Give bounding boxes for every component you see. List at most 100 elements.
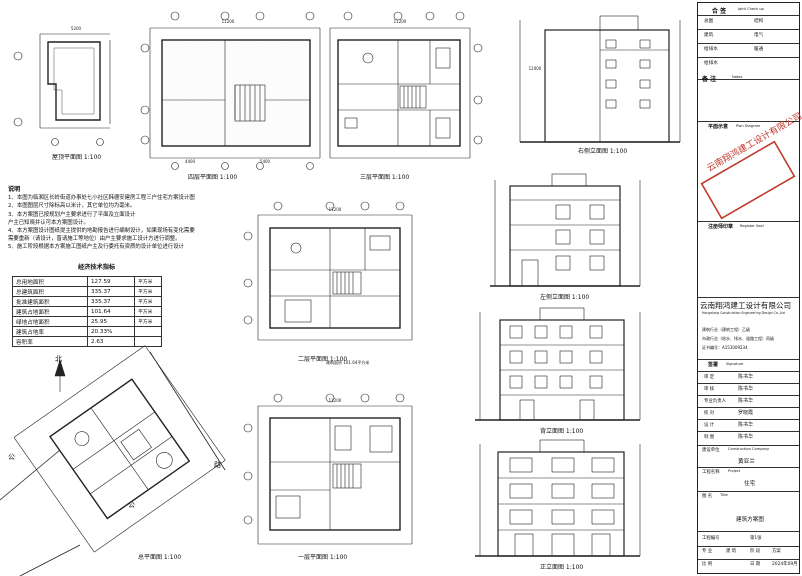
company-name-en: Hongxiang Construction Engineering Desig… bbox=[702, 311, 785, 315]
signature-role: 审 核 bbox=[704, 387, 715, 392]
fourth-floor-title: 四层平面图 1:100 bbox=[188, 174, 238, 181]
title-block: 合 签 Joint Check up 总图结构建筑电气给排水暖通给排水 备 注 … bbox=[697, 2, 802, 574]
left-elevation-drawing bbox=[490, 173, 641, 287]
tech-index-cell: 127.59 bbox=[87, 276, 135, 287]
signature-role: 专业负责人 bbox=[704, 399, 726, 404]
fourth-floor-plan-drawing bbox=[140, 11, 321, 170]
professional-label: 给排水 bbox=[704, 61, 718, 66]
title-en: Title bbox=[720, 493, 728, 497]
note-line: 3、本方案图已按规划户主要求进行了平面及立面设计 bbox=[8, 211, 136, 218]
second-floor-title: 二层平面图 1:100 bbox=[298, 356, 348, 363]
tech-index-cell: 总用地面积 bbox=[12, 276, 88, 287]
professional-label: 总图 bbox=[704, 19, 714, 24]
project-name: 住宅 bbox=[744, 481, 756, 487]
tech-index-cell: 20.33% bbox=[87, 326, 135, 337]
bottom-info-cell: 工程编号 bbox=[702, 536, 720, 541]
certification-lines: 建筑行业（建筑工程）乙级市政行业（给水、排水、道路工程）丙级证书编号：A1530… bbox=[702, 325, 774, 352]
tech-index-cell: 平方米 bbox=[134, 286, 162, 297]
register-seal-sub: Register Seal bbox=[740, 224, 764, 228]
note-line: 4、本方案图设计图纸提主提供的地勘报告进行编制设计，如果现场有变化需要 bbox=[8, 228, 195, 235]
remarks-heading: 备 注 bbox=[702, 76, 717, 83]
third-floor-title: 三层平面图 1:100 bbox=[360, 174, 410, 181]
bottom-info-cell: 第1张 bbox=[750, 536, 762, 541]
dim-span-b: 5400 bbox=[260, 159, 271, 164]
dim-total-width-2f: 11200 bbox=[329, 207, 342, 212]
professional-label: 给排水 bbox=[704, 47, 718, 52]
tech-index-cell: 25.95 bbox=[87, 316, 135, 327]
right-elevation-drawing bbox=[519, 15, 681, 143]
tech-index-cell bbox=[134, 326, 162, 337]
tech-index-cell: 2.63 bbox=[87, 336, 135, 347]
owner-name: 黄亚兰 bbox=[738, 459, 755, 465]
tech-index-title: 经济技术指标 bbox=[78, 264, 116, 271]
tech-index-cell: 平方米 bbox=[134, 296, 162, 307]
signature-role: 校 对 bbox=[704, 411, 715, 416]
note-line: 户主已知晓并认可本方案图设计。 bbox=[8, 219, 89, 226]
roof-plan-drawing bbox=[13, 33, 111, 146]
site-plan-title: 总平面图 1:100 bbox=[138, 554, 182, 561]
plan-diagram-heading: 平面示意 bbox=[708, 124, 729, 130]
signature-sub: Signature bbox=[726, 362, 744, 366]
front-elevation-drawing bbox=[475, 439, 641, 557]
tech-index-cell: 总建筑面积 bbox=[12, 286, 88, 297]
signature-name: 陈书华 bbox=[738, 398, 754, 404]
tech-index-cell: 335.37 bbox=[87, 286, 135, 297]
tech-index-cell bbox=[134, 336, 162, 347]
certification-line: 建筑行业（建筑工程）乙级 bbox=[702, 327, 750, 332]
professional-label: 电气 bbox=[754, 33, 764, 38]
tech-index-cell: 建筑占地率 bbox=[12, 326, 88, 337]
signature-role: 设 计 bbox=[704, 423, 715, 428]
dim-total-width-3f: 11200 bbox=[394, 19, 407, 24]
roof-plan-title: 屋顶平面图 1:100 bbox=[52, 154, 102, 161]
company-seal-drawing bbox=[700, 140, 796, 220]
professional-label: 暖通 bbox=[754, 47, 764, 52]
note-line: 2、本图图层尺寸除标高以米计，其它单位均为毫米。 bbox=[8, 203, 136, 210]
first-floor-plan-drawing bbox=[243, 393, 413, 545]
note-line: 需要重新（请设计，晋请施工等地位）由户主要求施工设计方进行调整。 bbox=[8, 236, 181, 243]
tech-index-cell: 容积率 bbox=[12, 336, 88, 347]
plan-diagram-sub: Plan Diagram bbox=[736, 124, 761, 128]
tech-index-cell: 批准建筑面积 bbox=[12, 296, 88, 307]
road-label-left: 公 bbox=[8, 453, 15, 461]
signature-name: 陈书华 bbox=[738, 386, 754, 392]
tech-index-cell: 101.64 bbox=[87, 306, 135, 317]
third-floor-plan-drawing bbox=[329, 11, 483, 159]
road-label-right: 路 bbox=[214, 461, 221, 469]
project-label: 工程名称 bbox=[702, 470, 720, 475]
tech-index-cell: 平方米 bbox=[134, 276, 162, 287]
bottom-info-cell: 2024年09月 bbox=[772, 562, 798, 567]
construction-unit-en: Construction Company bbox=[728, 447, 770, 451]
certification-line: 市政行业（给水、排水、道路工程）丙级 bbox=[702, 336, 774, 341]
second-floor-plan-drawing bbox=[243, 201, 413, 341]
dim-roof-w: 5200 bbox=[71, 26, 82, 31]
certification-line: 证书编号：A153009234 bbox=[702, 345, 748, 350]
road-label-bottom: 公 bbox=[128, 501, 135, 509]
project-en: Project bbox=[728, 469, 741, 473]
signature-name: 罗晓霞 bbox=[738, 410, 754, 416]
bottom-info-cell: 方案 bbox=[772, 549, 781, 554]
signature-name: 陈书华 bbox=[738, 374, 754, 380]
back-elevation-drawing bbox=[475, 307, 641, 421]
dim-total-width: 11200 bbox=[222, 19, 235, 24]
company-seal: 云南翔鸿建工设计有限公司 bbox=[705, 111, 802, 175]
left-elevation-title: 左侧立面图 1:100 bbox=[540, 294, 590, 301]
tech-index-cell: 绿地占地面积 bbox=[12, 316, 88, 327]
tech-index-cell: 平方米 bbox=[134, 316, 162, 327]
first-floor-title: 一层平面图 1:100 bbox=[298, 554, 348, 561]
title-label: 图 名 bbox=[702, 494, 713, 499]
front-elevation-title: 正立面图 1:100 bbox=[540, 564, 584, 571]
tech-index-cell: 平方米 bbox=[134, 306, 162, 317]
back-elevation-title: 背立面图 1:100 bbox=[540, 428, 584, 435]
professional-label: 结构 bbox=[754, 19, 764, 24]
signature-name: 陈书华 bbox=[738, 434, 754, 440]
company-name-cn: 云南翔鸿建工设计有限公司 bbox=[700, 301, 792, 310]
